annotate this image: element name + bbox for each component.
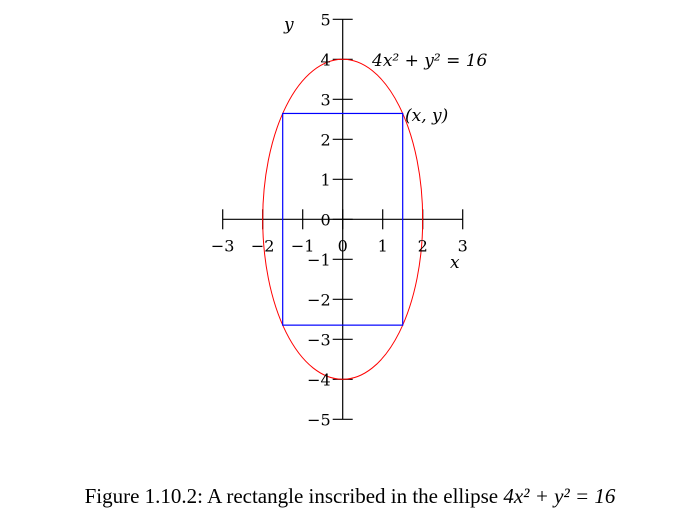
ellipse-rectangle-diagram: −3 −2 −1 0 1 2 3 5 4 3 2 1 0 −1 −2 −3 −4 −5 y x 4x² + y² …: [211, 10, 488, 429]
corner-point-label: (x, y): [405, 106, 448, 126]
caption-text: Figure 1.10.2: A rectangle inscribed in …: [84, 484, 504, 508]
y-tick-label: −2: [307, 290, 331, 309]
y-tick-label: 5: [321, 10, 331, 29]
x-tick-label: −3: [211, 236, 235, 255]
x-tick-label: 2: [418, 236, 428, 255]
inscribed-rectangle: [282, 112, 404, 326]
x-axis-label: x: [450, 253, 460, 273]
y-tick-label: 2: [321, 130, 331, 149]
y-tick-label: −5: [307, 410, 331, 429]
y-tick-label: 1: [321, 170, 331, 189]
y-axis-label: y: [283, 15, 294, 35]
x-tick-label: 1: [378, 236, 388, 255]
x-tick-label: −1: [291, 236, 315, 255]
y-tick-label: −3: [307, 330, 331, 349]
y-tick-label: −4: [307, 370, 331, 389]
x-tick-label: −2: [251, 236, 275, 255]
y-tick-label: 4: [321, 50, 331, 69]
ellipse-curve: [262, 58, 424, 380]
figure-caption: Figure 1.10.2: A rectangle inscribed in …: [0, 484, 700, 509]
ellipse-equation-label: 4x² + y² = 16: [371, 51, 488, 71]
y-tick-label: 0: [321, 210, 331, 229]
caption-equation: 4x² + y² = 16: [503, 484, 616, 508]
y-tick-label: −1: [307, 250, 331, 269]
y-tick-label: 3: [321, 90, 331, 109]
x-tick-label: 3: [458, 236, 468, 255]
x-tick-label: 0: [338, 236, 348, 255]
